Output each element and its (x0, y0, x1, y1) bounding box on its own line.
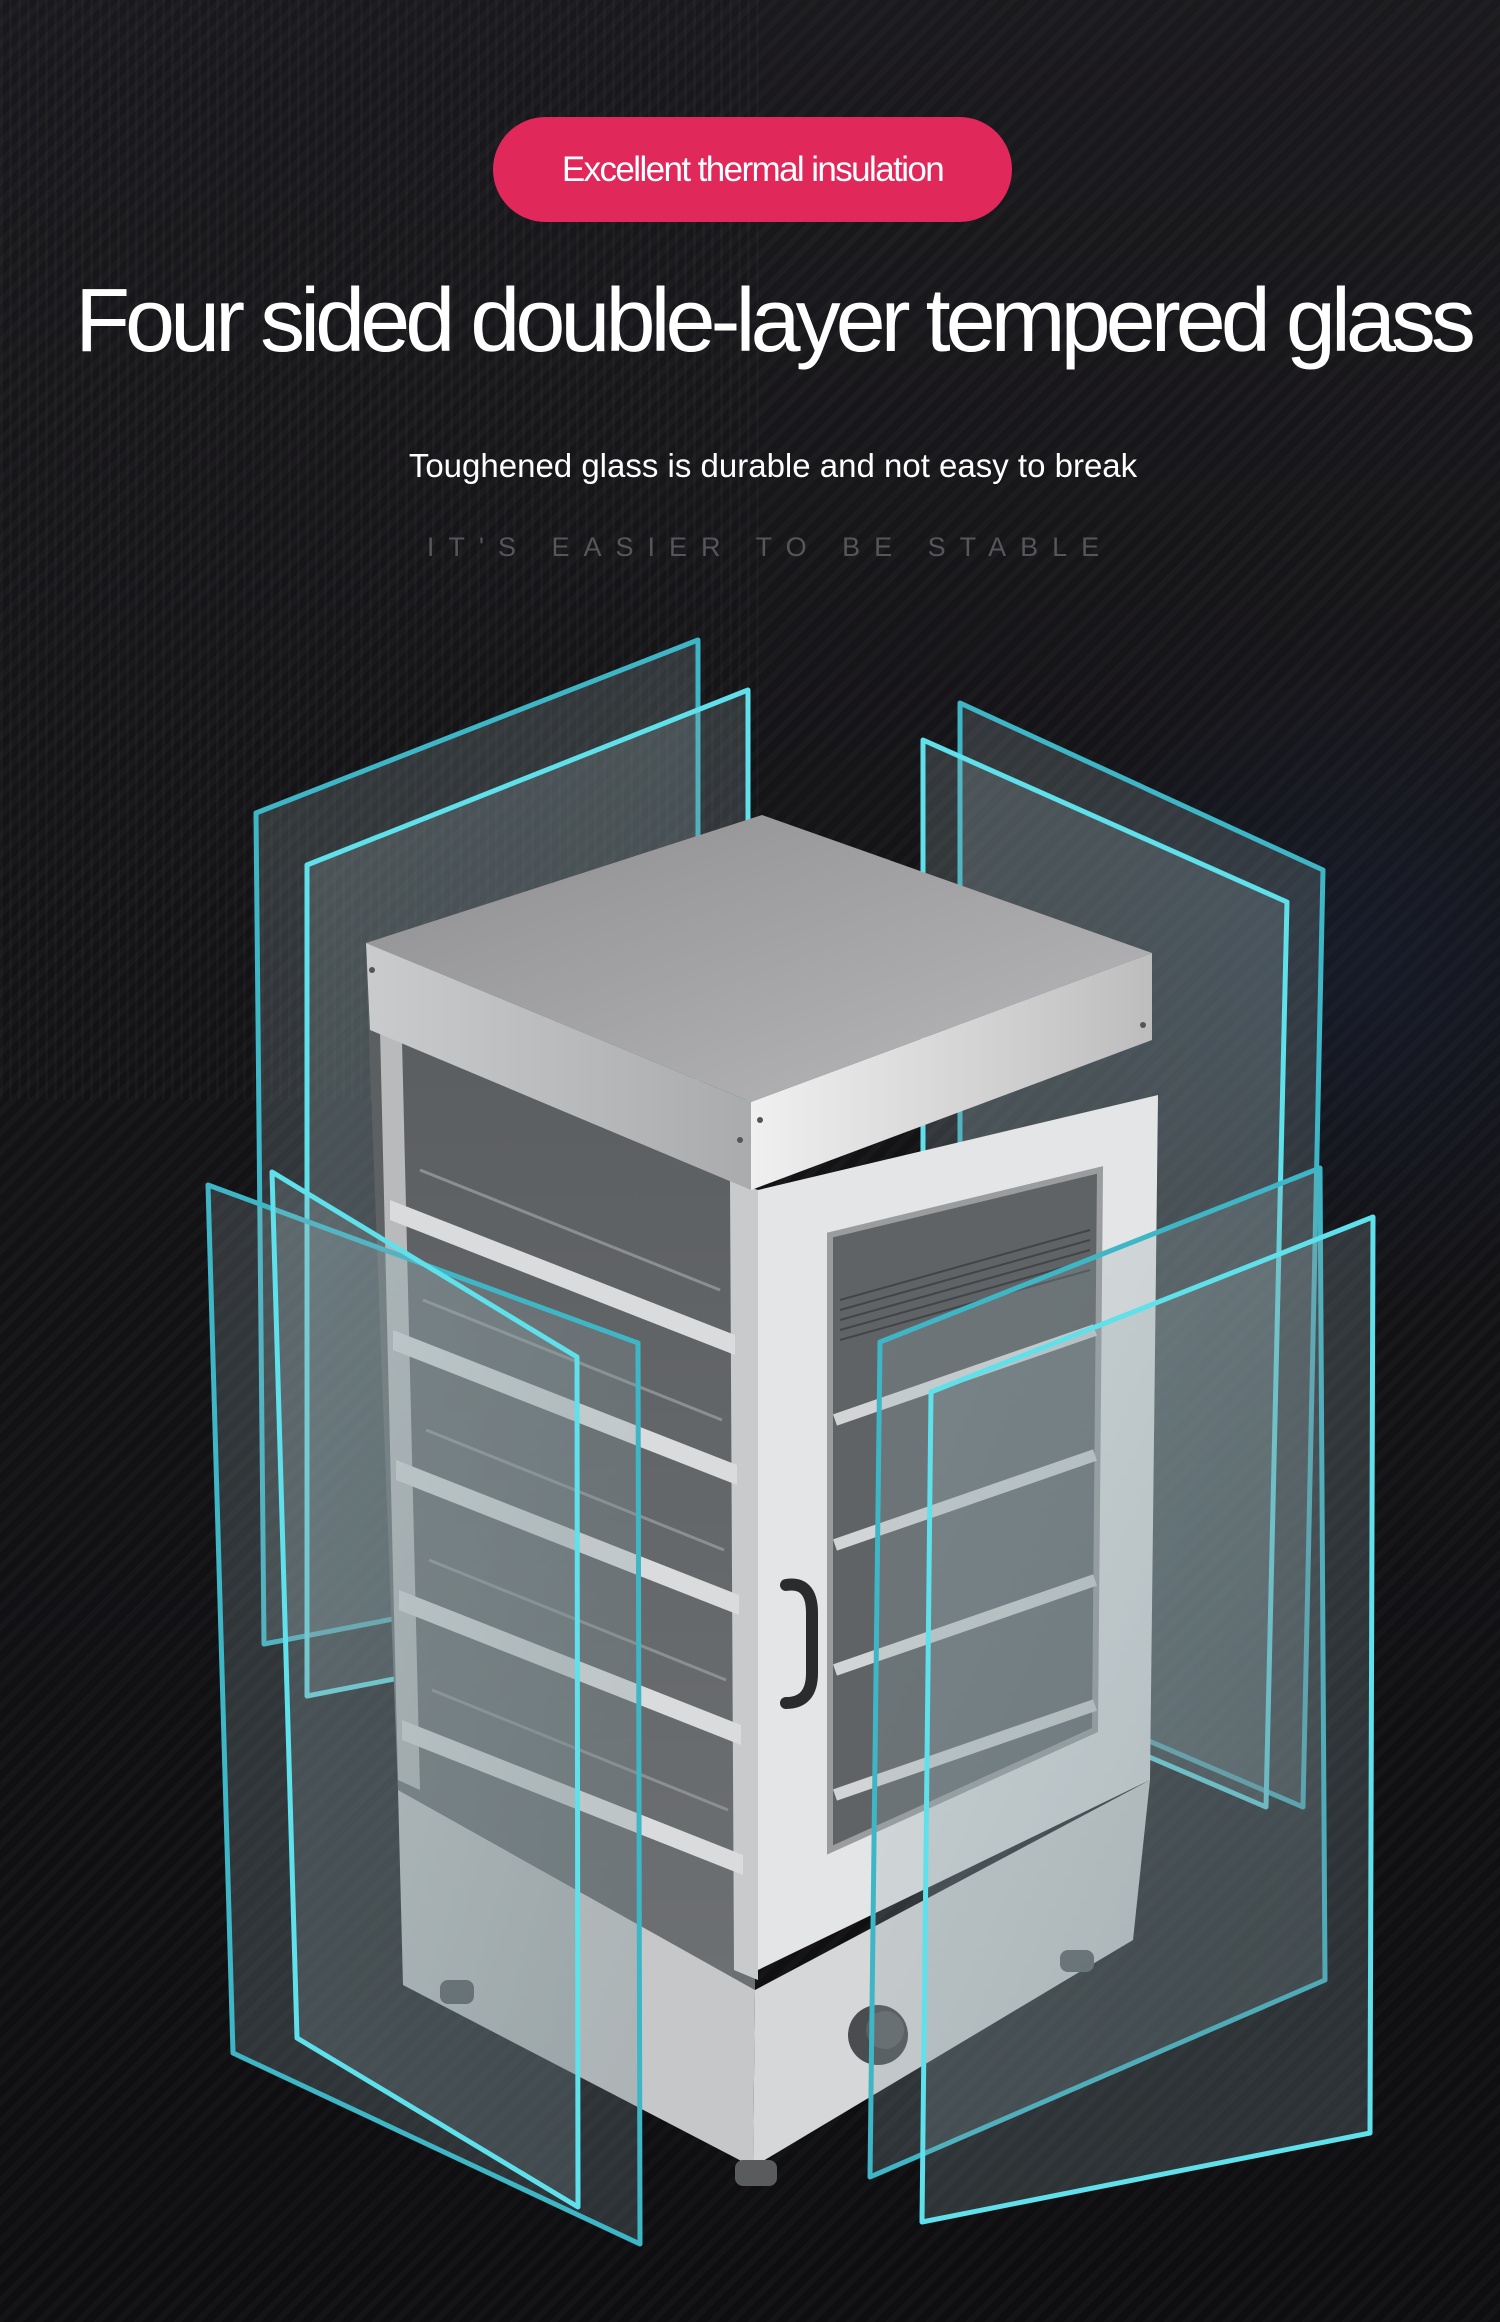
tagline-text: IT'S EASIER TO BE STABLE (426, 532, 1114, 562)
subheadline-text: Toughened glass is durable and not easy … (408, 447, 1138, 484)
glass-panels-front-left (205, 1169, 643, 2247)
door-handle (780, 1578, 818, 1709)
cabinet-foot (735, 2160, 777, 2186)
glass-panels-front-right (867, 1165, 1376, 2225)
headline-title: Four sided double-layer tempered glass (75, 271, 1476, 371)
feature-badge-label: Excellent thermal insulation (561, 149, 945, 189)
feature-badge: Excellent thermal insulation (493, 117, 1012, 222)
cabinet-lid (366, 815, 1152, 1102)
